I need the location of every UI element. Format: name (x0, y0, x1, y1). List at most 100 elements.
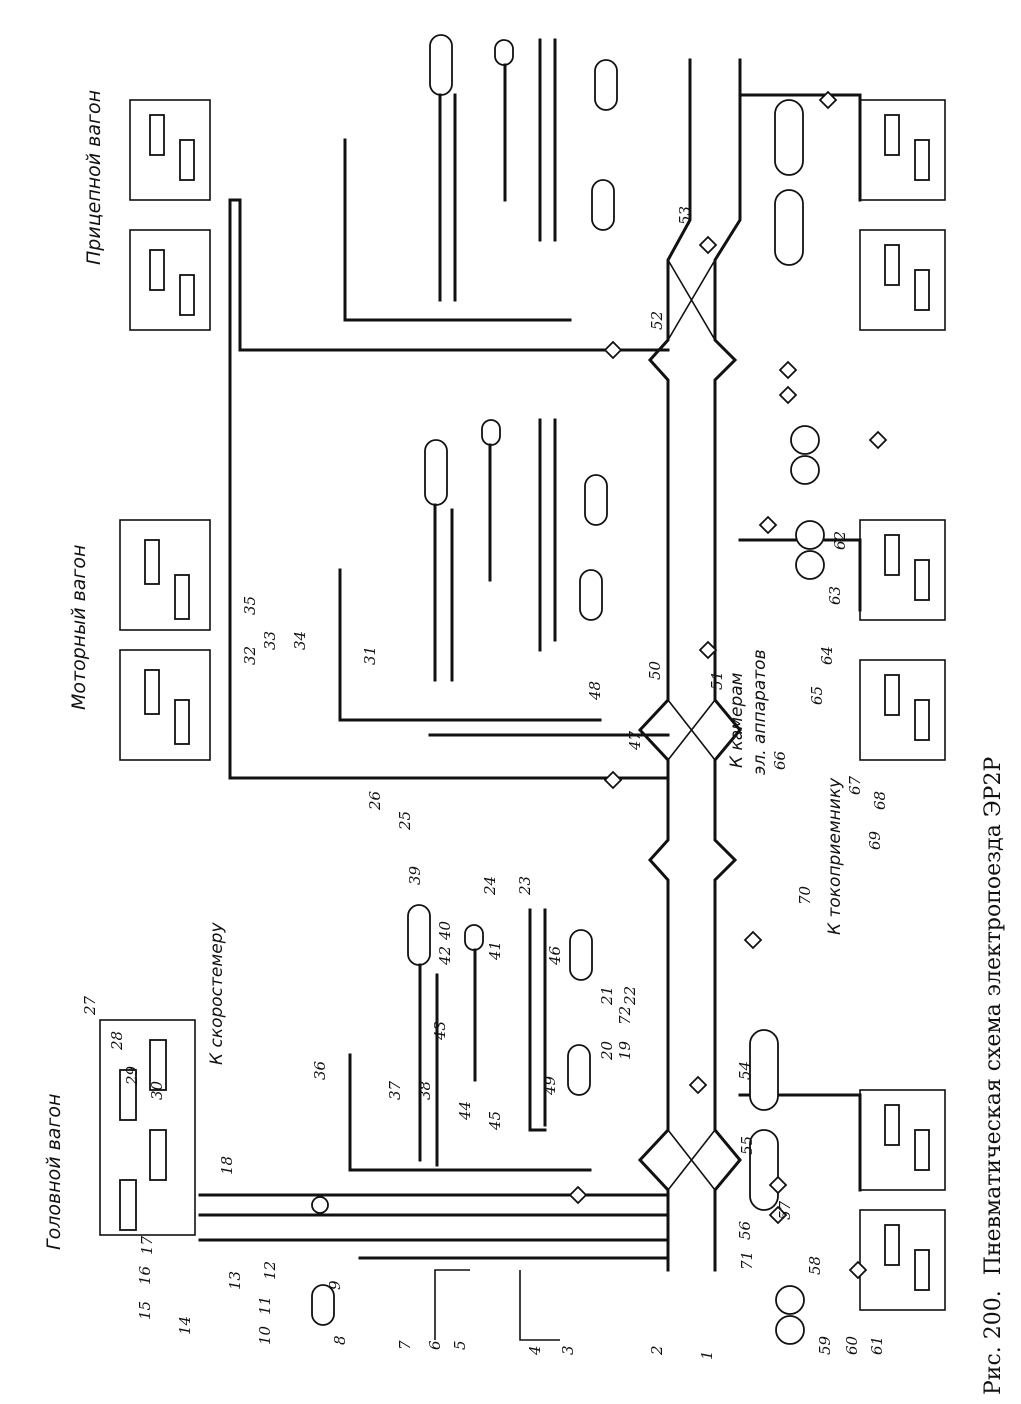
callout: 13 (226, 1271, 244, 1290)
car-label-head: Головной вагон (43, 1094, 65, 1250)
bogie-frame (859, 1089, 946, 1191)
brake-cylinder (119, 1179, 137, 1231)
callout: 49 (541, 1075, 559, 1096)
bogie-frame (859, 1209, 946, 1311)
callout: 19 (616, 1040, 634, 1060)
reservoir-40-motor (481, 419, 501, 446)
reservoir-49-motor (579, 569, 603, 621)
callout: 43 (431, 1021, 449, 1041)
callout: 66 (771, 750, 789, 770)
callout: 64 (818, 646, 836, 665)
reservoir-49-head (567, 1044, 591, 1096)
car-label-trailer: Прицепной вагон (83, 90, 105, 265)
callout: 57 (776, 1200, 794, 1220)
bogie-frame (119, 649, 211, 761)
reservoir-trailer-4 (591, 179, 615, 231)
car-labels: Головной вагон Моторный вагон Прицепной … (43, 90, 105, 1250)
crossover-joints (667, 259, 716, 1191)
reservoir-54a-trailer (774, 99, 804, 176)
brake-cylinder (149, 1039, 167, 1091)
callout: 70 (796, 885, 814, 905)
callout: 65 (808, 686, 826, 705)
callout: 50 (646, 660, 664, 680)
brake-cylinder (144, 669, 160, 715)
callout: 28 (108, 1031, 126, 1051)
head-trunk-lines (198, 1193, 670, 1260)
brake-cylinder (174, 699, 190, 745)
figure-caption: Рис. 200. Пневматическая схема электропо… (981, 757, 1006, 1395)
brake-cylinder (914, 1129, 930, 1171)
callout: 47 (626, 730, 644, 751)
bogie-frame (859, 519, 946, 621)
callout: 35 (241, 596, 259, 615)
callout: 41 (486, 941, 504, 961)
callout: 67 (846, 775, 864, 795)
callout: 31 (361, 646, 379, 665)
callout: 54 (736, 1061, 754, 1080)
callout: 61 (868, 1336, 886, 1355)
callout: 37 (386, 1080, 404, 1100)
callout: 24 (481, 876, 499, 896)
callout: 55 (738, 1136, 756, 1155)
callout: 45 (486, 1111, 504, 1131)
callout: 68 (871, 791, 889, 810)
figure-title: Пневматическая схема электропоезда ЭР2Р (981, 757, 1006, 1276)
callout: 26 (366, 790, 384, 811)
brake-cylinder (179, 139, 195, 181)
callout: 58 (806, 1256, 824, 1275)
brake-cylinder (149, 114, 165, 156)
callout: 52 (648, 311, 666, 330)
brake-cylinder (914, 559, 930, 601)
reservoir-46-head (569, 929, 593, 981)
gauge-17 (311, 1196, 329, 1214)
callout: 48 (586, 681, 604, 701)
callout: 20 (598, 1040, 616, 1061)
callout: 3 (559, 1345, 577, 1355)
reservoir-54b-trailer (774, 189, 804, 266)
bogie-frame (99, 1019, 196, 1236)
motor-trunk-lines (228, 733, 670, 780)
callout: 6 (426, 1340, 444, 1350)
bogie-units (99, 99, 946, 1311)
compressor-62 (795, 520, 825, 550)
callout: 15 (136, 1301, 154, 1320)
note-apparatus: эл. аппаратов (750, 649, 770, 775)
reservoir-39-head (407, 904, 431, 966)
note-speedometer: К скоростемеру (207, 922, 227, 1065)
callout: 5 (451, 1340, 469, 1350)
callout: 4 (526, 1345, 544, 1356)
reservoir-14 (311, 1284, 335, 1326)
callout: 12 (261, 1261, 279, 1280)
callout: 59 (816, 1335, 834, 1355)
reservoirs (311, 34, 804, 1326)
callout: 51 (708, 671, 726, 690)
callout: 42 (436, 946, 454, 966)
brake-cylinder (884, 1104, 900, 1146)
callout: 2 (648, 1345, 666, 1356)
brake-cylinder (914, 269, 930, 311)
callout: 44 (456, 1101, 474, 1121)
callout: 72 (616, 1006, 634, 1025)
note-chambers: К камерам (727, 672, 747, 768)
callout: 36 (311, 1060, 329, 1080)
reservoir-46-motor (584, 474, 608, 526)
brake-cylinder (914, 699, 930, 741)
callout: 60 (843, 1335, 861, 1355)
callout: 38 (416, 1081, 434, 1100)
callout: 1 (698, 1350, 716, 1360)
callout-numbers: 1 2 3 4 5 6 7 8 9 10 11 12 13 14 15 16 1… (81, 206, 889, 1360)
callout: 23 (516, 876, 534, 896)
pipe-notes: К скоростемеру К камерам эл. аппаратов К… (207, 649, 845, 1065)
callout: 22 (621, 986, 639, 1006)
callout: 27 (81, 995, 99, 1016)
compressor-59-trailer (790, 425, 820, 455)
brake-cylinder (884, 534, 900, 576)
compressors (311, 425, 825, 1345)
callout: 29 (123, 1065, 141, 1086)
callout: 30 (148, 1080, 166, 1100)
callout: 7 (396, 1340, 414, 1350)
valve-diamonds (568, 90, 888, 1280)
callout: 39 (406, 865, 424, 885)
brake-cylinder (884, 114, 900, 156)
brake-cylinder (149, 1129, 167, 1181)
